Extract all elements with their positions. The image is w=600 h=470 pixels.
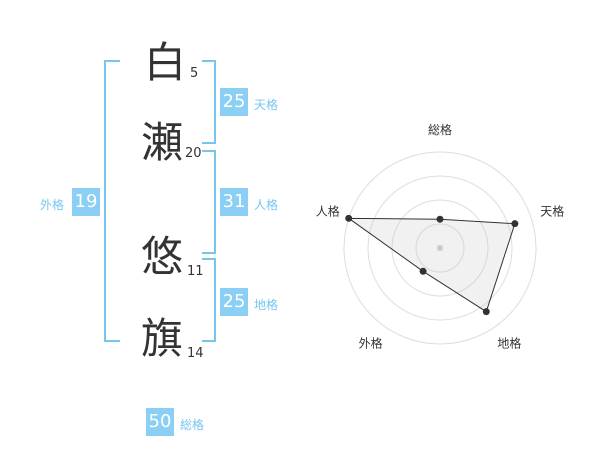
- radar-axis-label-1: 総格: [428, 122, 452, 137]
- radar-point-3: [482, 308, 490, 316]
- soukaku-value: 50: [146, 408, 174, 436]
- name-char-2: 瀬: [141, 118, 184, 167]
- stroke-count-2: 20: [185, 146, 202, 161]
- radar-ring-3: [367, 175, 513, 321]
- chikaku-bracket: [202, 258, 216, 342]
- gaikaku-value: 19: [72, 188, 100, 216]
- stroke-count-3: 11: [187, 264, 204, 279]
- radar-axis-label-4: 外格: [359, 335, 383, 350]
- jinkaku-label: 人格: [254, 198, 279, 212]
- radar-ring-4: [343, 151, 537, 345]
- stroke-count-4: 14: [187, 346, 204, 361]
- radar-point-2: [511, 220, 519, 228]
- gaikaku-bracket: [104, 60, 120, 342]
- radar-point-5: [345, 214, 353, 222]
- stroke-count-1: 5: [190, 66, 199, 81]
- jinkaku-bracket: [202, 150, 216, 254]
- radar-center: [437, 245, 443, 251]
- name-char-3: 悠: [141, 232, 184, 281]
- name-char-4: 旗: [141, 314, 184, 363]
- chikaku-label: 地格: [254, 298, 279, 312]
- gaikaku-label: 外格: [40, 198, 65, 212]
- tenkaku-bracket: [202, 60, 216, 144]
- soukaku-label: 総格: [180, 418, 205, 432]
- name-char-1: 白: [144, 38, 187, 87]
- radar-axis-label-5: 人格: [316, 204, 340, 219]
- radar-ring-2: [391, 199, 489, 297]
- radar-point-1: [436, 215, 444, 223]
- tenkaku-value: 25: [220, 88, 248, 116]
- jinkaku-value: 31: [220, 188, 248, 216]
- radar-series-polygon: [347, 217, 516, 313]
- radar-point-4: [419, 267, 427, 275]
- radar-axis-label-3: 地格: [497, 335, 521, 350]
- chikaku-value: 25: [220, 288, 248, 316]
- tenkaku-label: 天格: [254, 98, 279, 112]
- radar-ring-1: [415, 223, 465, 273]
- radar-axis-label-2: 天格: [540, 204, 564, 219]
